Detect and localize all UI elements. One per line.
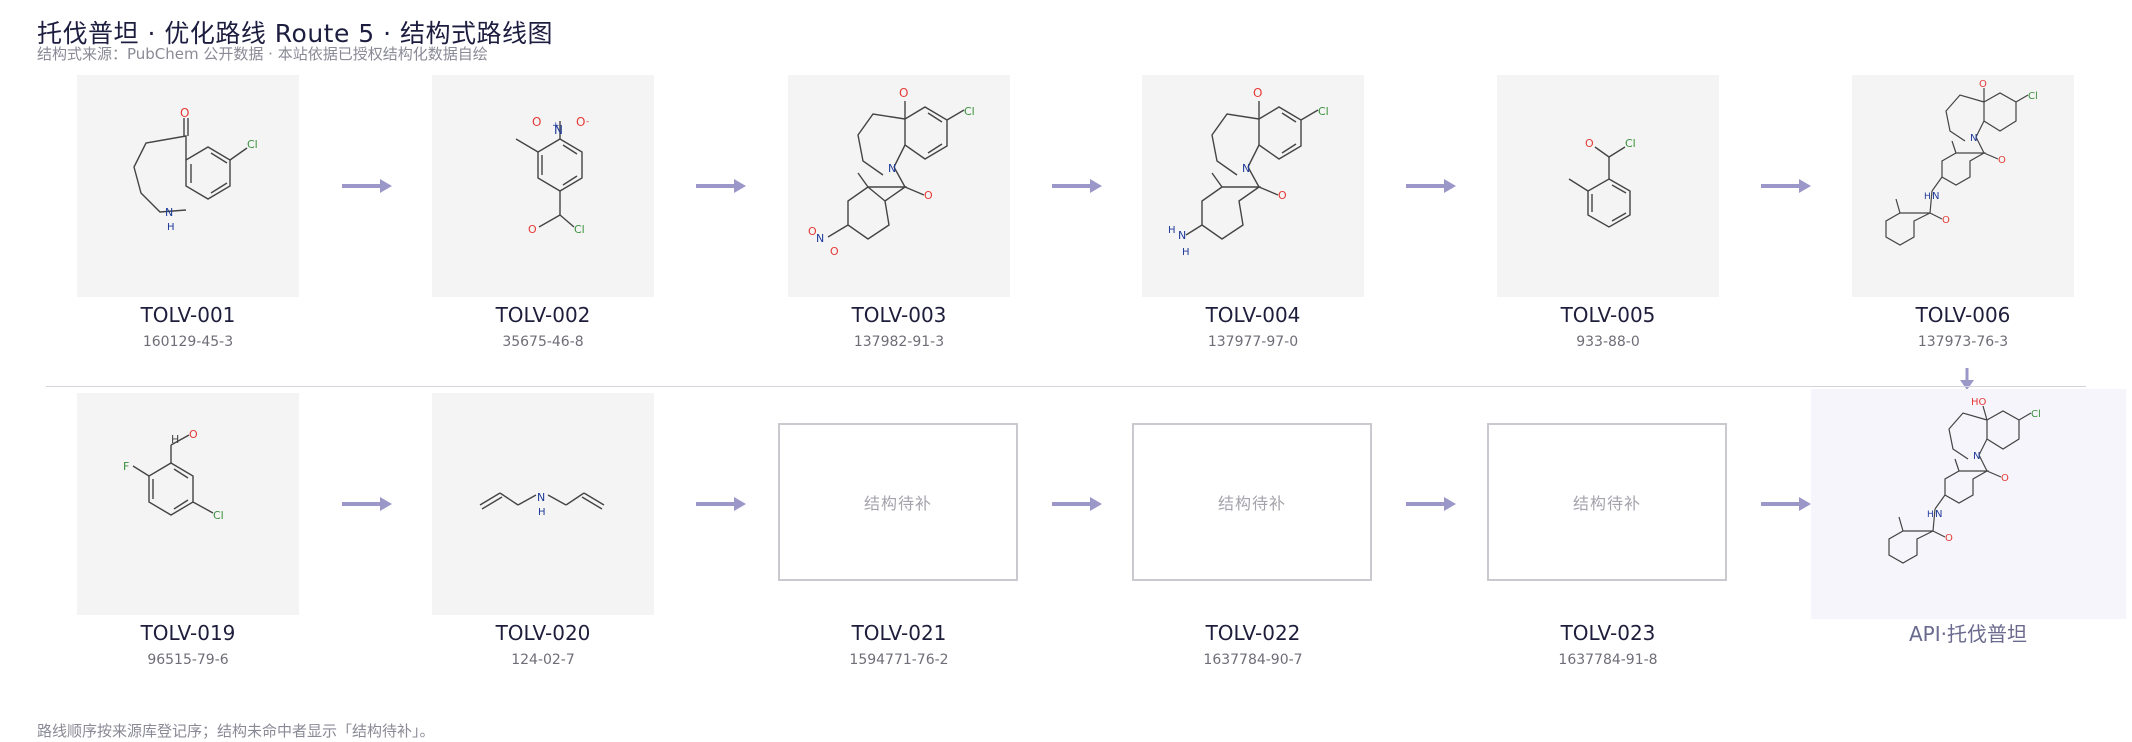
- atom-label: O: [180, 106, 189, 120]
- atom-label: O: [189, 428, 198, 441]
- node-cas: 137982-91-3: [853, 334, 945, 350]
- api-label[interactable]: API·托伐普坦: [1909, 622, 2027, 646]
- flow-arrow: [696, 178, 746, 194]
- atom-label: O: [528, 223, 537, 236]
- atom-label: Cl: [2031, 409, 2041, 420]
- atom-label: Cl: [2028, 91, 2038, 102]
- atom-label: Cl: [574, 223, 585, 236]
- structure-image: N H: [432, 393, 654, 615]
- structure-image: O Cl N O N O O: [788, 75, 1010, 297]
- atom-label: O: [1942, 215, 1950, 226]
- atom-label: O: [1945, 533, 1953, 544]
- node-id: TOLV-002: [495, 303, 591, 327]
- atom-label: -: [586, 117, 589, 127]
- structure-image: O Cl N H: [77, 75, 299, 297]
- atom-label: N: [1935, 509, 1942, 520]
- atom-label: O: [1979, 79, 1987, 90]
- route-footnote: 路线顺序按来源库登记序；结构未命中者显示「结构待补」。: [37, 722, 435, 740]
- atom-label: O: [1998, 155, 2006, 166]
- atom-label: O: [2001, 473, 2009, 484]
- node-cas: 933-88-0: [1576, 334, 1640, 350]
- atom-label: O: [532, 115, 541, 129]
- node-cas: 1637784-91-8: [1558, 652, 1658, 668]
- atom-label: H: [1168, 225, 1176, 236]
- node-cas: 1637784-90-7: [1203, 652, 1303, 668]
- page-title: 托伐普坦 · 优化路线 Route 5 · 结构式路线图: [37, 19, 554, 48]
- node-id: TOLV-006: [1915, 303, 2011, 327]
- node-cas: 96515-79-6: [147, 652, 229, 668]
- flow-arrow: [1761, 178, 1811, 194]
- node-cas: 35675-46-8: [502, 334, 584, 350]
- structure-placeholder: 结构待补: [1487, 423, 1727, 581]
- atom-label: N: [537, 491, 545, 504]
- structure-image: O Cl N O H N O: [1852, 75, 2074, 297]
- atom-label: Cl: [213, 509, 224, 522]
- flow-arrow: [696, 496, 746, 512]
- atom-label: HO: [1971, 397, 1987, 408]
- atom-label: +: [552, 121, 560, 131]
- flow-arrow: [1052, 178, 1102, 194]
- page-subtitle: 结构式来源：PubChem 公开数据 · 本站依据已授权结构化数据自绘: [37, 45, 488, 63]
- node-id: TOLV-022: [1205, 621, 1301, 645]
- atom-label: N: [1932, 191, 1939, 202]
- node-id: TOLV-003: [851, 303, 947, 327]
- node-id: TOLV-023: [1560, 621, 1656, 645]
- atom-label: N: [1242, 162, 1250, 175]
- node-cas: 137977-97-0: [1207, 334, 1299, 350]
- node-id: TOLV-004: [1205, 303, 1301, 327]
- atom-label: O: [1585, 137, 1594, 150]
- node-cas: 160129-45-3: [142, 334, 234, 350]
- atom-label: H: [1924, 192, 1931, 202]
- api-highlight: [1811, 389, 2126, 619]
- atom-label: N: [554, 123, 563, 137]
- atom-label: N: [888, 162, 896, 175]
- node-cas: 137973-76-3: [1917, 334, 2009, 350]
- atom-label: Cl: [247, 138, 258, 151]
- structure-image: N + O O - O Cl: [432, 75, 654, 297]
- node-id: TOLV-005: [1560, 303, 1656, 327]
- atom-label: Cl: [1318, 105, 1329, 118]
- row-divider: [46, 386, 2086, 387]
- atom-label: O: [924, 189, 933, 202]
- flow-arrow: [1406, 496, 1456, 512]
- node-id: TOLV-001: [140, 303, 236, 327]
- atom-label: H: [538, 507, 546, 518]
- atom-label: O: [899, 86, 908, 100]
- node-id: TOLV-021: [851, 621, 947, 645]
- structure-image: O Cl: [1497, 75, 1719, 297]
- node-id: TOLV-020: [495, 621, 591, 645]
- atom-label: H: [1182, 247, 1190, 258]
- atom-label: O: [1278, 189, 1287, 202]
- structure-placeholder: 结构待补: [1132, 423, 1372, 581]
- structure-image: O Cl N O N H H: [1142, 75, 1364, 297]
- flow-arrow: [1761, 496, 1811, 512]
- atom-label: H: [1927, 510, 1934, 520]
- atom-label: F: [123, 460, 129, 473]
- node-cas: 1594771-76-2: [849, 652, 949, 668]
- api-structure-image: HO Cl N O H N O: [1855, 393, 2077, 615]
- atom-label: O: [576, 115, 585, 129]
- atom-label: N: [1973, 451, 1980, 462]
- atom-label: N: [165, 206, 173, 219]
- structure-image: H O F Cl: [77, 393, 299, 615]
- flow-arrow-down: [1959, 368, 1975, 390]
- structure-placeholder: 结构待补: [778, 423, 1018, 581]
- node-id: TOLV-019: [140, 621, 236, 645]
- atom-label: H: [167, 222, 175, 233]
- atom-label: Cl: [964, 105, 975, 118]
- atom-label: N: [1970, 133, 1977, 144]
- atom-label: H: [171, 433, 179, 446]
- atom-label: N: [816, 232, 824, 245]
- atom-label: Cl: [1625, 137, 1636, 150]
- atom-label: O: [1253, 86, 1262, 100]
- flow-arrow: [342, 178, 392, 194]
- flow-arrow: [1052, 496, 1102, 512]
- atom-label: N: [1178, 229, 1186, 242]
- atom-label: O: [808, 225, 817, 238]
- node-cas: 124-02-7: [511, 652, 575, 668]
- atom-label: O: [830, 245, 839, 258]
- flow-arrow: [1406, 178, 1456, 194]
- flow-arrow: [342, 496, 392, 512]
